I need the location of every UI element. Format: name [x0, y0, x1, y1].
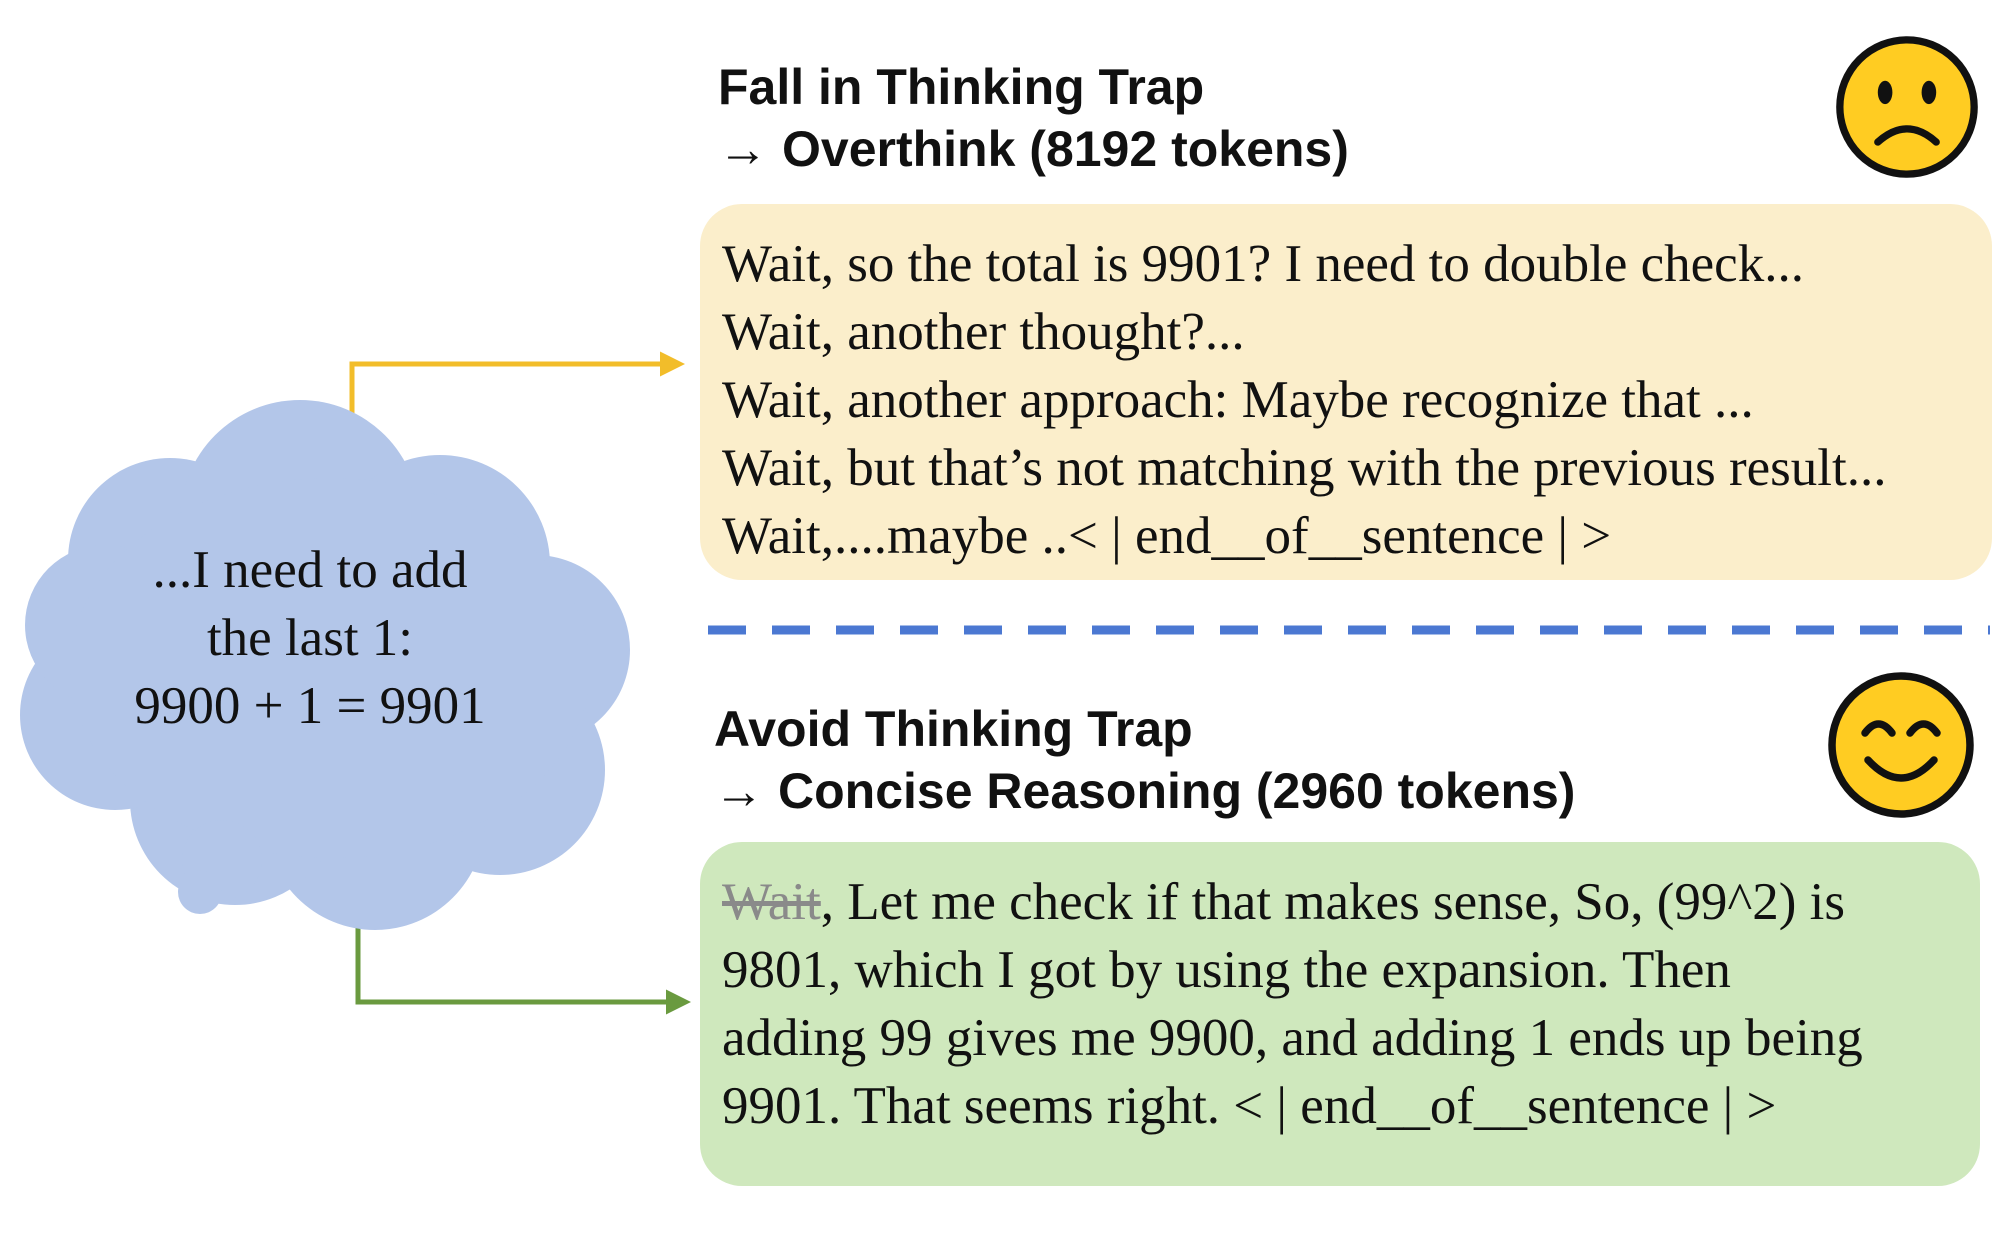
right-arrow-icon: →: [714, 763, 764, 819]
overthink-heading: Fall in Thinking Trap →Overthink (8192 t…: [718, 56, 1349, 180]
concise-line: 9901. That seems right. < | end__of__sen…: [722, 1077, 1777, 1135]
overthink-line: Wait,....maybe ..< | end__of__sentence |…: [722, 507, 1612, 565]
concise-subtitle: Concise Reasoning (2960 tokens): [778, 763, 1576, 819]
concise-box: Wait, Let me check if that makes sense, …: [700, 842, 1980, 1186]
right-arrow-icon: →: [718, 121, 768, 177]
concise-subtitle-row: →Concise Reasoning (2960 tokens): [714, 760, 1575, 822]
thought-line: the last 1:: [206, 609, 414, 667]
sad-face-icon: [1836, 36, 1978, 178]
overthink-line: Wait, another thought?...: [722, 303, 1245, 361]
overthink-subtitle-row: →Overthink (8192 tokens): [718, 118, 1349, 180]
overthink-subtitle: Overthink (8192 tokens): [782, 121, 1349, 177]
concise-line: 9801, which I got by using the expansion…: [722, 941, 1731, 999]
concise-first-line-rest: , Let me check if that makes sense, So, …: [820, 873, 1846, 931]
overthink-arrow: [349, 351, 685, 460]
concise-line: Wait, Let me check if that makes sense, …: [722, 868, 1958, 936]
smiling-face-icon: [1828, 672, 1974, 818]
struck-word: Wait: [722, 873, 821, 931]
concise-line: adding 99 gives me 9900, and adding 1 en…: [722, 1009, 1863, 1067]
concise-title: Avoid Thinking Trap: [714, 701, 1193, 757]
overthink-line: Wait, but that’s not matching with the p…: [722, 439, 1887, 497]
thought-line: 9900 + 1 = 9901: [134, 677, 486, 735]
overthink-title: Fall in Thinking Trap: [718, 59, 1205, 115]
thought-line: ...I need to add: [152, 541, 468, 599]
thought-cloud: [20, 400, 630, 930]
thought-text: ...I need to add the last 1: 9900 + 1 = …: [90, 536, 530, 740]
overthink-line: Wait, another approach: Maybe recognize …: [722, 371, 1754, 429]
concise-heading: Avoid Thinking Trap →Concise Reasoning (…: [714, 698, 1575, 822]
overthink-box: Wait, so the total is 9901? I need to do…: [700, 204, 1992, 580]
overthink-line: Wait, so the total is 9901? I need to do…: [722, 235, 1804, 293]
